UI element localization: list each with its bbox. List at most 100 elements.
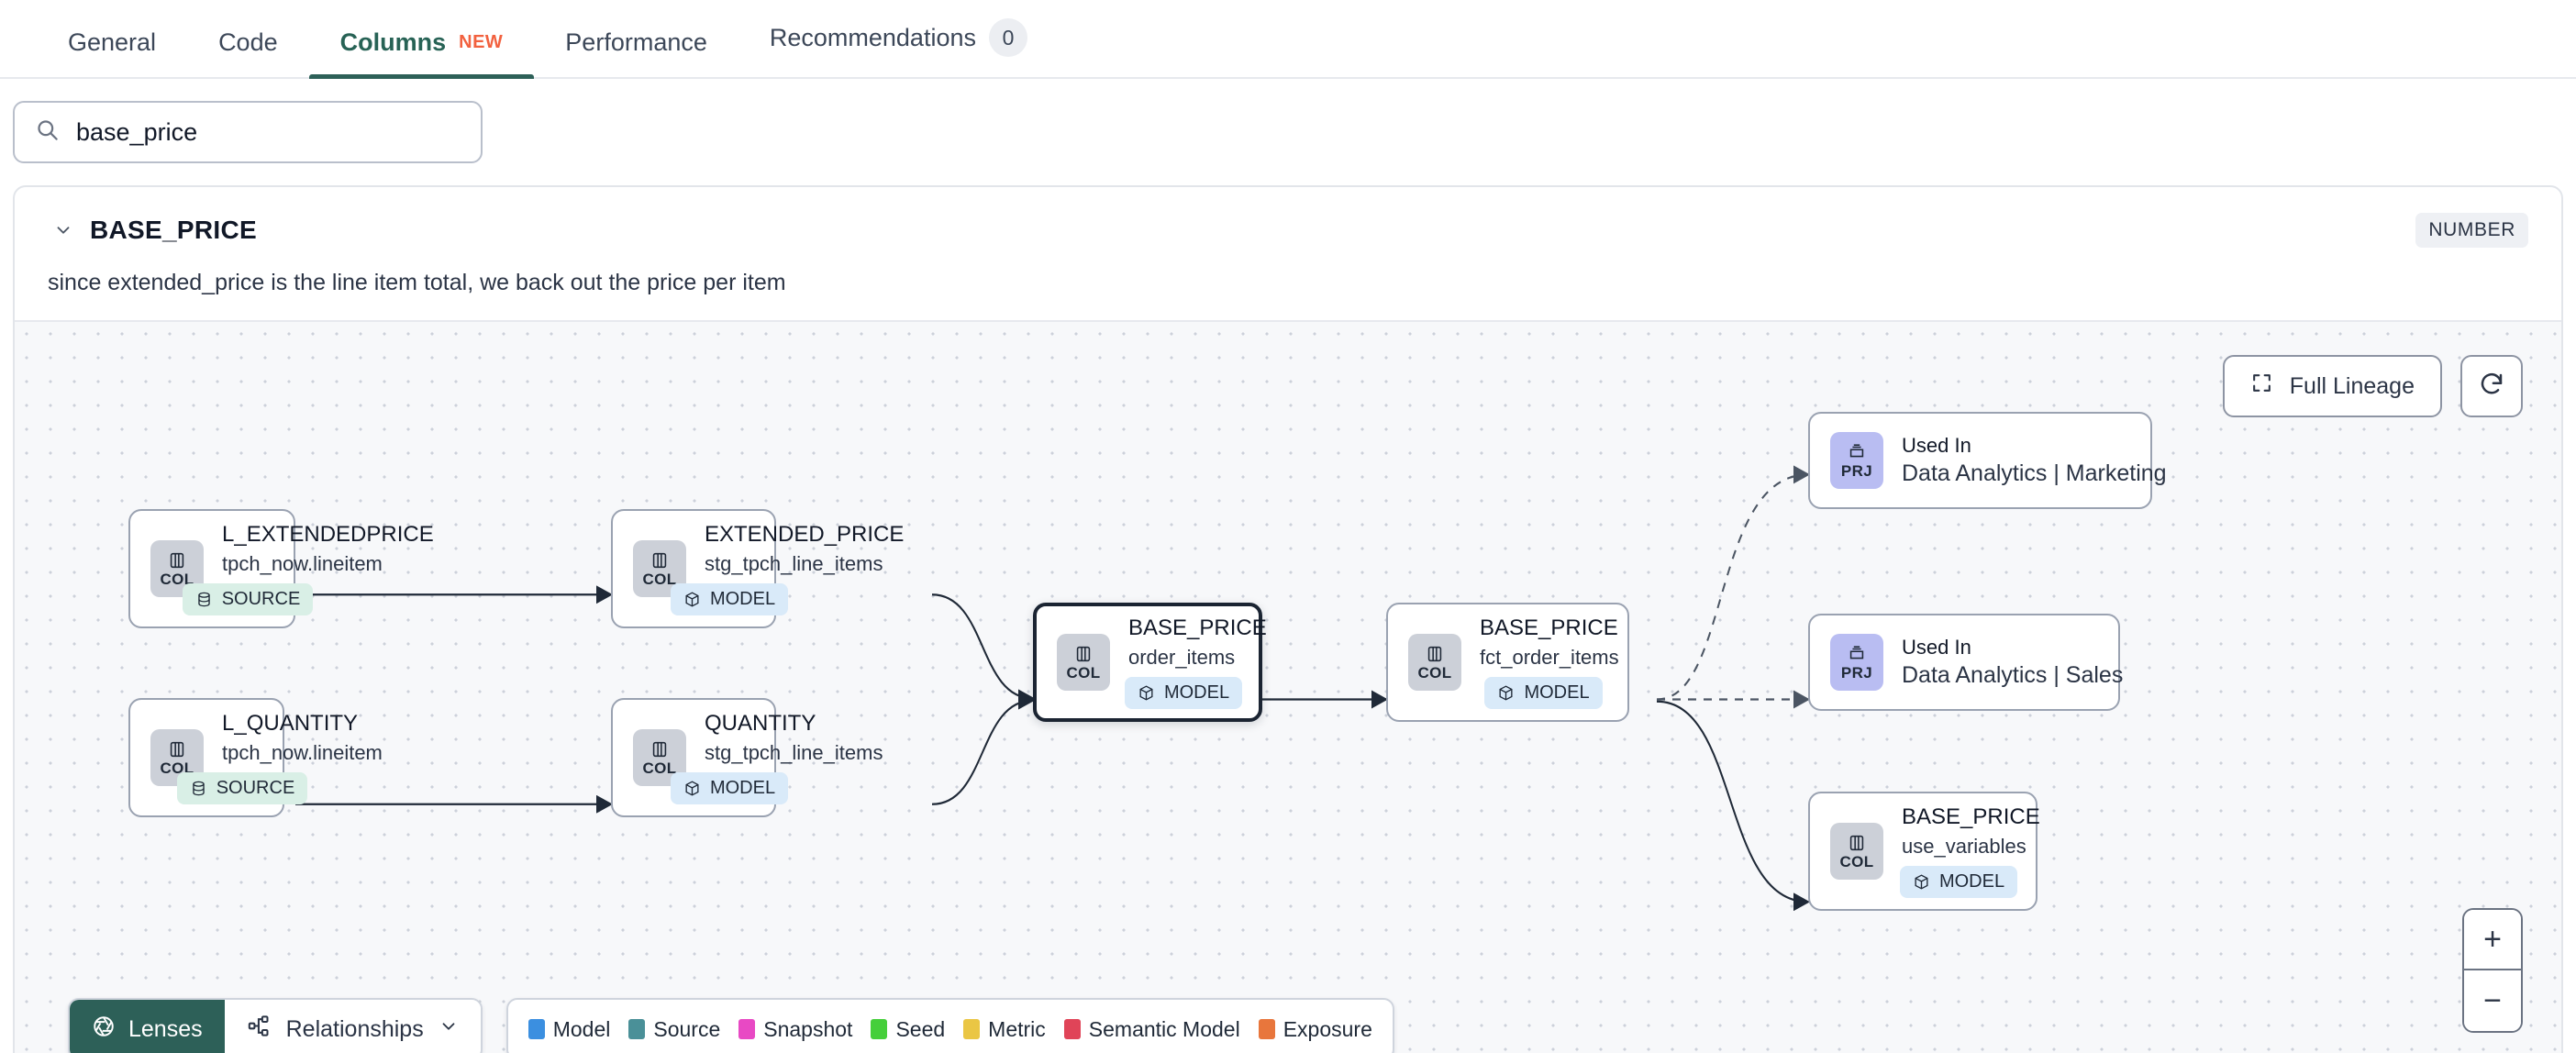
node-type-badge: MODEL: [1899, 866, 2018, 898]
legend-item-semantic-model: Semantic Model: [1063, 1016, 1240, 1042]
chevron-down-icon: [439, 1016, 459, 1043]
node-type-badge: MODEL: [1484, 677, 1603, 709]
tab-performance[interactable]: Performance: [534, 28, 738, 77]
search-icon: [35, 117, 60, 147]
legend-label: Snapshot: [763, 1016, 853, 1041]
search-input[interactable]: [76, 117, 461, 147]
lenses-button[interactable]: Lenses: [70, 1000, 225, 1053]
legend-swatch: [1063, 1019, 1081, 1039]
tab-columns[interactable]: Columns NEW: [308, 28, 535, 79]
relationships-icon: [247, 1014, 272, 1045]
node-subtitle: order_items: [1128, 646, 1236, 669]
node-type-badge: SOURCE: [176, 772, 308, 804]
node-title: EXTENDED_PRICE: [705, 522, 905, 547]
column-description: since extended_price is the line item to…: [48, 270, 786, 295]
lineage-node-quantity[interactable]: COL QUANTITY stg_tpch_line_items MODEL: [611, 698, 883, 817]
legend-swatch: [1258, 1019, 1275, 1039]
node-type-badge: MODEL: [670, 583, 789, 615]
lineage-node-used-in-marketing[interactable]: PRJ Used In Data Analytics | Marketing: [1808, 412, 2167, 509]
node-title: BASE_PRICE: [1128, 615, 1267, 640]
legend-swatch: [628, 1019, 646, 1039]
legend-label: Metric: [988, 1016, 1046, 1041]
tab-new-badge: NEW: [459, 32, 504, 52]
node-badge-label: SOURCE: [221, 589, 301, 609]
node-title: BASE_PRICE: [1480, 615, 1618, 640]
node-kind-label: COL: [1417, 664, 1452, 682]
tab-general[interactable]: General: [37, 28, 187, 77]
column-header: BASE_PRICE NUMBER: [15, 187, 2561, 248]
cube-icon: [1915, 874, 1928, 890]
node-type-badge: MODEL: [1124, 677, 1243, 709]
node-kind-label: COL: [160, 759, 194, 777]
tab-label: General: [68, 28, 157, 56]
node-badge-label: MODEL: [1163, 682, 1230, 703]
column-icon: COL: [1057, 634, 1110, 691]
expand-icon: [2250, 371, 2273, 401]
node-subtitle: tpch_now.lineitem: [222, 741, 383, 764]
node-subtitle: Data Analytics | Sales: [1902, 662, 2124, 688]
project-icon: PRJ: [1830, 432, 1883, 489]
legend-label: Semantic Model: [1088, 1016, 1240, 1041]
zoom-controls: + −: [2462, 908, 2523, 1033]
legend-swatch: [963, 1019, 981, 1039]
relationships-button[interactable]: Relationships: [224, 1000, 481, 1053]
lenses-label: Lenses: [128, 1015, 203, 1042]
lineage-node-l-quantity[interactable]: COL L_QUANTITY tpch_now.lineitem SOURCE: [128, 698, 383, 817]
node-subtitle: use_variables: [1902, 835, 2026, 858]
node-title: QUANTITY: [705, 711, 816, 736]
legend-label: Model: [552, 1016, 611, 1041]
refresh-icon: [2478, 371, 2505, 403]
legend-label: Exposure: [1282, 1016, 1372, 1041]
tab-code[interactable]: Code: [187, 28, 309, 77]
lineage-node-extended-price[interactable]: COL EXTENDED_PRICE stg_tpch_line_items M…: [611, 509, 905, 628]
zoom-in-button[interactable]: +: [2464, 910, 2521, 970]
column-type-badge: NUMBER: [2415, 213, 2528, 248]
lineage-legend: Model Source Snapshot Seed Metric: [505, 998, 1394, 1053]
canvas-top-controls: Full Lineage: [2222, 355, 2523, 417]
project-icon: PRJ: [1830, 634, 1883, 691]
legend-swatch: [738, 1019, 756, 1039]
chevron-down-icon[interactable]: [48, 220, 79, 240]
lineage-node-base-price-fct-order-items[interactable]: COL BASE_PRICE fct_order_items MODEL: [1386, 603, 1629, 722]
tab-label: Performance: [565, 28, 707, 56]
cube-icon: [685, 781, 699, 796]
node-title: Used In: [1902, 434, 1971, 457]
lineage-node-used-in-sales[interactable]: PRJ Used In Data Analytics | Sales: [1808, 614, 2124, 711]
lineage-canvas[interactable]: COL L_EXTENDEDPRICE tpch_now.lineitem SO…: [15, 320, 2561, 1053]
database-icon: [193, 781, 205, 796]
node-title: L_EXTENDEDPRICE: [222, 522, 434, 547]
tab-recommendations[interactable]: Recommendations 0: [738, 18, 1059, 77]
tab-label: Columns: [339, 28, 447, 56]
search-box[interactable]: [13, 101, 483, 163]
relationships-label: Relationships: [285, 1015, 424, 1042]
lineage-edges: [295, 465, 1810, 912]
node-badge-label: MODEL: [709, 589, 776, 609]
lineage-node-base-price-use-variables[interactable]: COL BASE_PRICE use_variables MODEL: [1808, 792, 2040, 911]
page-title: BASE_PRICE: [90, 216, 257, 244]
search-area: [0, 79, 2576, 182]
tab-label: Code: [218, 28, 278, 56]
column-icon: COL: [1830, 823, 1883, 880]
lineage-node-base-price-order-items[interactable]: COL BASE_PRICE order_items MODEL: [1033, 603, 1267, 722]
refresh-button[interactable]: [2460, 355, 2523, 417]
node-title: L_QUANTITY: [222, 711, 359, 736]
legend-swatch: [527, 1019, 545, 1039]
lenses-group: Lenses Relationships: [68, 998, 483, 1053]
zoom-out-button[interactable]: −: [2464, 970, 2521, 1031]
node-badge-label: SOURCE: [216, 778, 295, 798]
node-kind-label: PRJ: [1840, 664, 1873, 682]
legend-label: Source: [653, 1016, 721, 1041]
node-subtitle: tpch_now.lineitem: [222, 552, 383, 575]
full-lineage-button[interactable]: Full Lineage: [2222, 355, 2442, 417]
node-title: BASE_PRICE: [1902, 804, 2040, 829]
legend-item-seed: Seed: [871, 1017, 945, 1042]
cube-icon: [1139, 685, 1153, 701]
recommendations-count-badge: 0: [989, 18, 1027, 57]
lineage-node-l-extendedprice[interactable]: COL L_EXTENDEDPRICE tpch_now.lineitem SO…: [128, 509, 434, 628]
node-kind-label: COL: [1839, 853, 1874, 870]
canvas-bottom-bar: Lenses Relationships: [68, 998, 1394, 1053]
node-badge-label: MODEL: [709, 778, 776, 798]
column-icon: COL: [1408, 634, 1461, 691]
legend-item-snapshot: Snapshot: [738, 1017, 852, 1042]
node-kind-label: COL: [1066, 664, 1101, 682]
